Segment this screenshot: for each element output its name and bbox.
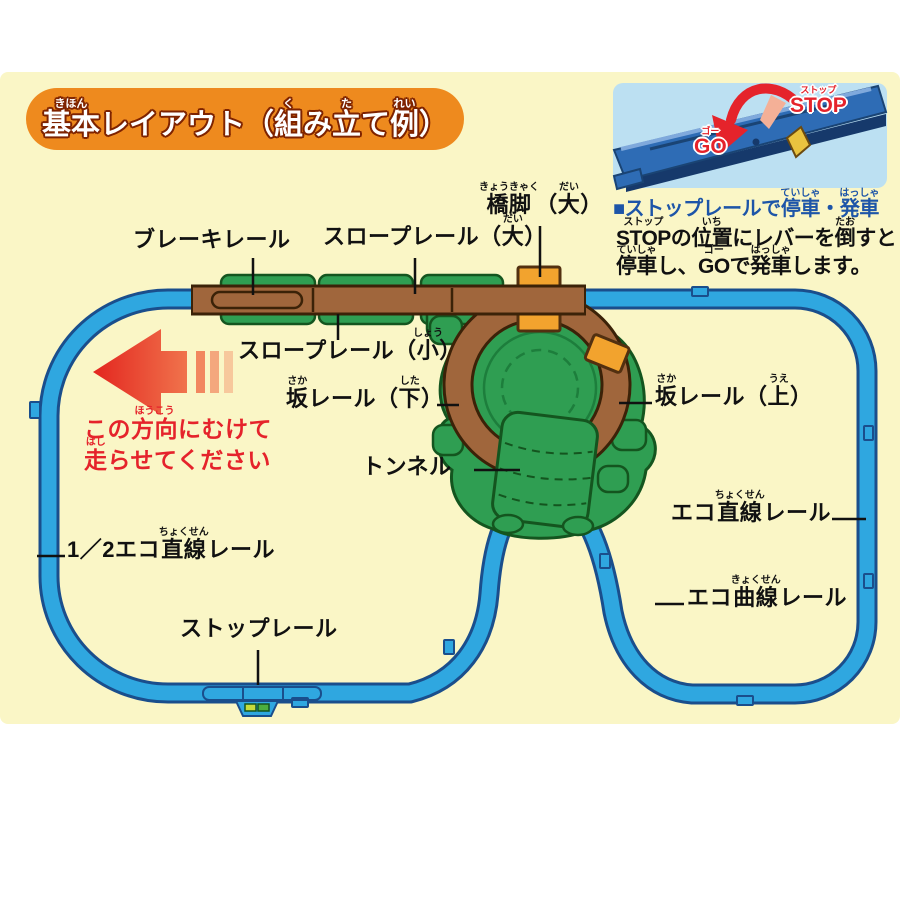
direction-note-line2: 走はしらせてください bbox=[84, 437, 271, 473]
stop-rail-inset bbox=[612, 83, 888, 192]
page-title: 基本きほんレイアウト（組くみ立たて例れい） bbox=[41, 98, 449, 141]
label-brake-rail: ブレーキレール bbox=[133, 227, 291, 252]
label-eco-curve-rail: エコ曲線きょくせんレール bbox=[687, 575, 848, 610]
direction-note-line1: この方向ほうこうにむけて bbox=[84, 406, 272, 442]
elevated-straight-rail bbox=[191, 284, 586, 316]
label-bridge-pier-large: 橋脚きょうきゃく（大だい） bbox=[479, 182, 603, 217]
label-tunnel: トンネル bbox=[362, 454, 452, 479]
label-slope-rail-small: スロープレール（小しょう） bbox=[238, 328, 462, 363]
pointer-lines bbox=[37, 226, 866, 685]
inset-heading: ■ストップレールで停車ていしゃ・発車はっしゃ bbox=[613, 188, 880, 220]
bridge-pier-small bbox=[583, 333, 631, 374]
inset-body-line1: STOPストップの位置いちにレバーを倒たおすと bbox=[616, 217, 897, 250]
inset-curved-arrow bbox=[726, 83, 801, 125]
inset-body-line2: 停車ていしゃし、GOゴーで発車はっしゃします。 bbox=[616, 245, 872, 278]
label-half-eco-straight-rail: 1／2エコ直線ちょくせんレール bbox=[67, 527, 276, 562]
direction-arrow bbox=[93, 329, 233, 415]
label-slope-rail-upper: 坂さかレール（上うえ） bbox=[655, 374, 813, 409]
inset-arrowhead bbox=[712, 115, 748, 154]
stop-rail-piece bbox=[202, 686, 322, 717]
label-eco-straight-rail: エコ直線ちょくせんレール bbox=[671, 490, 832, 525]
label-stop-rail: ストップレール bbox=[180, 616, 338, 641]
label-slope-rail-lower: 坂さかレール（下した） bbox=[286, 376, 444, 411]
tunnel-piece bbox=[491, 410, 599, 537]
label-slope-rail-large: スロープレール（大だい） bbox=[323, 214, 547, 249]
inset-stop-label: STOPストップ bbox=[790, 85, 847, 117]
inset-lever bbox=[785, 125, 812, 159]
title-banner: 基本きほんレイアウト（組くみ立たて例れい） bbox=[26, 88, 464, 150]
inset-go-label: GOゴー bbox=[694, 126, 727, 158]
